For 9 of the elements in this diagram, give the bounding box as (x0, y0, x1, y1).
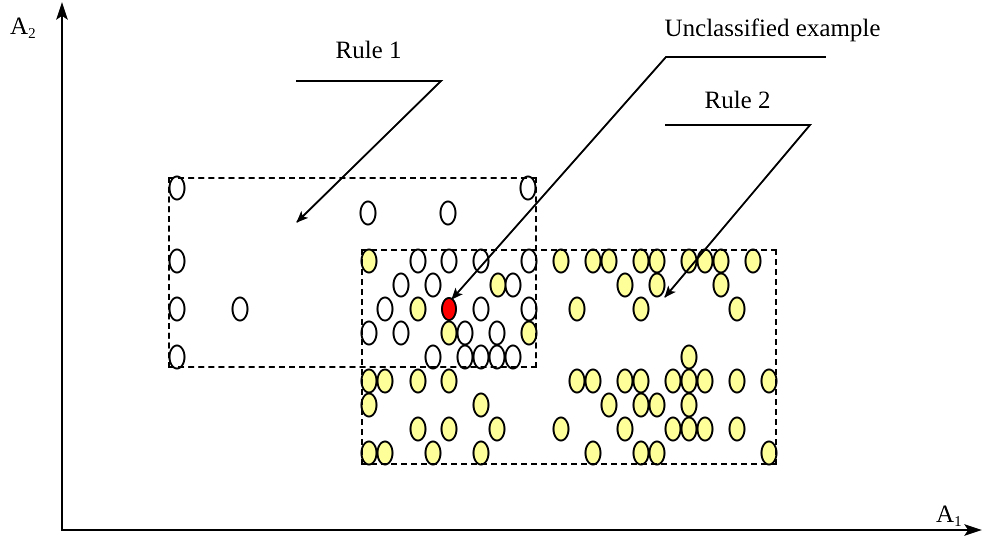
leader-arrow (451, 56, 826, 300)
callout-label: Rule 2 (704, 88, 770, 113)
callout-label: Rule 1 (336, 38, 402, 63)
leader-arrow (664, 124, 812, 298)
unclassified-point (441, 297, 457, 321)
axis-label: A$_{1}$ (936, 502, 962, 530)
callout-label: Unclassified example (664, 16, 880, 41)
axis-label: A$_{2}$ (10, 14, 36, 42)
leader-arrow (296, 80, 444, 223)
